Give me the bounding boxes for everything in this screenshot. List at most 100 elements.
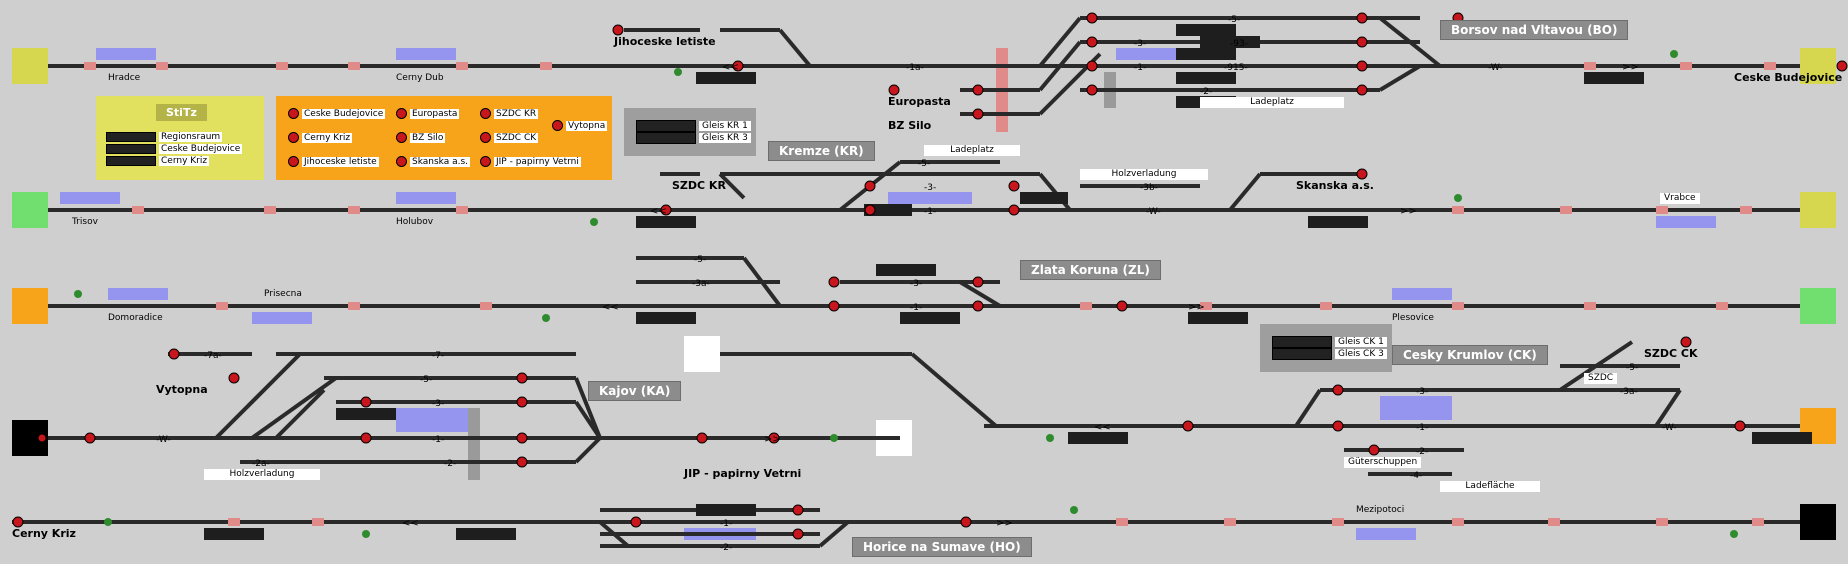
- siding-item-ceske-budejovice[interactable]: Ceske Budejovice: [288, 108, 386, 119]
- block-icon: [1272, 348, 1332, 360]
- siding-item-jip[interactable]: JIP - papirny Vetrni: [480, 156, 581, 167]
- svg-text:-5-: -5-: [1626, 363, 1638, 373]
- siding-item-bz-silo[interactable]: BZ Silo: [396, 132, 446, 143]
- signal-icon: [480, 108, 491, 119]
- stitz-item-cerny-kriz[interactable]: Cerny Kriz: [106, 156, 210, 166]
- siding-item-europasta[interactable]: Europasta: [396, 108, 460, 119]
- place-vytopna: Vytopna: [156, 383, 208, 396]
- signal-icon: [396, 108, 407, 119]
- place-ceske-budejovice: Ceske Budejovice: [1734, 71, 1843, 84]
- svg-text:<<: <<: [402, 518, 419, 529]
- place-szdc-kr: SZDC KR: [672, 179, 726, 192]
- entry-block-ho-right[interactable]: [1800, 504, 1836, 540]
- svg-text:-4-: -4-: [1410, 471, 1422, 481]
- station-box-ho[interactable]: Horice na Sumave (HO): [852, 537, 1032, 557]
- svg-text:-3a-: -3a-: [1620, 387, 1638, 397]
- entry-block-kr-right[interactable]: [1800, 192, 1836, 228]
- siding-item-jihoceske-letiste[interactable]: Jihoceske letiste: [288, 156, 379, 167]
- direction-arrows[interactable]: << >> << >> << >> << >> << >>: [402, 62, 1639, 529]
- line-label-holzverladung-ka: Holzverladung: [204, 469, 320, 480]
- svg-text:-7-: -7-: [432, 351, 444, 361]
- stitz-item-regionsraum[interactable]: Regionsraum: [106, 132, 223, 142]
- line-label-szdc: SZDC: [1584, 373, 1618, 384]
- svg-text:<<: <<: [602, 302, 619, 313]
- place-jip: JIP - papirny Vetrni: [684, 467, 802, 480]
- signal-icon: [288, 132, 299, 143]
- siding-item-vytopna[interactable]: Vytopna: [552, 120, 608, 131]
- svg-text:>>: >>: [996, 518, 1013, 529]
- line-label-holzverladung-kr: Holzverladung: [1080, 169, 1208, 180]
- stitz-legend-panel: StiTz Regionsraum Ceske Budejovice Cerny…: [96, 96, 264, 180]
- entry-block-bo-right[interactable]: [1800, 48, 1836, 84]
- svg-text:-3-: -3-: [924, 183, 936, 193]
- line-label-prisecna: Prisecna: [264, 289, 302, 299]
- entry-block-kr-left[interactable]: [12, 192, 48, 228]
- svg-text:-5-: -5-: [1228, 15, 1240, 25]
- gleis-kr-3[interactable]: Gleis KR 3: [636, 132, 751, 144]
- entry-block-zl-right[interactable]: [1800, 288, 1836, 324]
- svg-text:<<: <<: [722, 62, 739, 73]
- occupied-sections: [60, 48, 1716, 540]
- block-icon: [636, 120, 696, 132]
- svg-text:-5-: -5-: [918, 159, 930, 169]
- svg-text:-5-: -5-: [694, 255, 706, 265]
- gleis-ck-panel: Gleis CK 1 Gleis CK 3: [1260, 324, 1392, 372]
- svg-text:>>: >>: [1188, 302, 1205, 313]
- svg-text:-2-: -2-: [444, 459, 456, 469]
- track-numbers: -1a- -5- -3- -93- -1- -915- -2- -W- -5- …: [156, 15, 1677, 553]
- signal-icon: [396, 156, 407, 167]
- svg-text:-W-: -W-: [1662, 423, 1677, 433]
- station-box-ka[interactable]: Kajov (KA): [588, 381, 682, 401]
- svg-text:-3-: -3-: [1416, 387, 1428, 397]
- block-icon: [636, 132, 696, 144]
- red-signals[interactable]: [12, 12, 1848, 540]
- svg-text:-1-: -1-: [1134, 63, 1146, 73]
- block-icon: [106, 144, 156, 154]
- line-label-vrabce: Vrabce: [1660, 193, 1700, 204]
- svg-text:-2-: -2-: [1200, 87, 1212, 97]
- gleis-ck-3[interactable]: Gleis CK 3: [1272, 348, 1387, 360]
- station-box-zl[interactable]: Zlata Koruna (ZL): [1020, 260, 1161, 280]
- siding-item-szdc-ck[interactable]: SZDC CK: [480, 132, 539, 143]
- siding-legend-panel: Ceske Budejovice Cerny Kriz Jihoceske le…: [276, 96, 612, 180]
- stitz-item-ceske-budejovice[interactable]: Ceske Budejovice: [106, 144, 243, 154]
- svg-text:>>: >>: [764, 434, 781, 445]
- svg-text:-3-: -3-: [910, 279, 922, 289]
- gleis-ck-1[interactable]: Gleis CK 1: [1272, 336, 1387, 348]
- station-box-kr[interactable]: Kremze (KR): [768, 141, 875, 161]
- signal-icon: [288, 108, 299, 119]
- siding-item-skanska[interactable]: Skanska a.s.: [396, 156, 471, 167]
- line-label-holubov: Holubov: [396, 217, 434, 227]
- entry-block-bo-left[interactable]: [12, 48, 48, 84]
- station-box-ck[interactable]: Cesky Krumlov (CK): [1392, 345, 1548, 365]
- svg-text:-3a-: -3a-: [692, 279, 710, 289]
- svg-text:-2a-: -2a-: [252, 459, 270, 469]
- place-europasta: Europasta: [888, 95, 951, 108]
- green-signals[interactable]: [74, 50, 1738, 538]
- siding-item-szdc-kr[interactable]: SZDC KR: [480, 108, 539, 119]
- svg-text:-5-: -5-: [420, 375, 432, 385]
- block-icon: [1272, 336, 1332, 348]
- block-icon: [106, 156, 156, 166]
- signal-icon: [396, 132, 407, 143]
- svg-text:-3b-: -3b-: [1140, 183, 1158, 193]
- signal-icon: [480, 132, 491, 143]
- gleis-kr-1[interactable]: Gleis KR 1: [636, 120, 751, 132]
- place-cerny-kriz: Cerny Kriz: [12, 527, 76, 540]
- svg-text:-915-: -915-: [1224, 63, 1248, 73]
- svg-text:-1a-: -1a-: [906, 63, 924, 73]
- line-label-ladeplatz-kr: Ladeplatz: [924, 145, 1020, 156]
- entry-block-zl-left[interactable]: [12, 288, 48, 324]
- svg-text:-W-: -W-: [156, 435, 171, 445]
- entry-block-ka-white-1[interactable]: [684, 336, 720, 372]
- svg-text:-7a-: -7a-: [204, 351, 222, 361]
- svg-text:-W-: -W-: [1146, 207, 1161, 217]
- line-label-guterschuppen: Güterschuppen: [1344, 457, 1422, 468]
- station-box-bo[interactable]: Borsov nad Vltavou (BO): [1440, 20, 1629, 40]
- signal-blocks[interactable]: [204, 24, 1812, 540]
- gleis-kr-panel: Gleis KR 1 Gleis KR 3: [624, 108, 756, 156]
- siding-item-cerny-kriz[interactable]: Cerny Kriz: [288, 132, 353, 143]
- signal-icon: [552, 120, 563, 131]
- line-label-trisov: Trisov: [72, 217, 98, 227]
- signal-icon: [288, 156, 299, 167]
